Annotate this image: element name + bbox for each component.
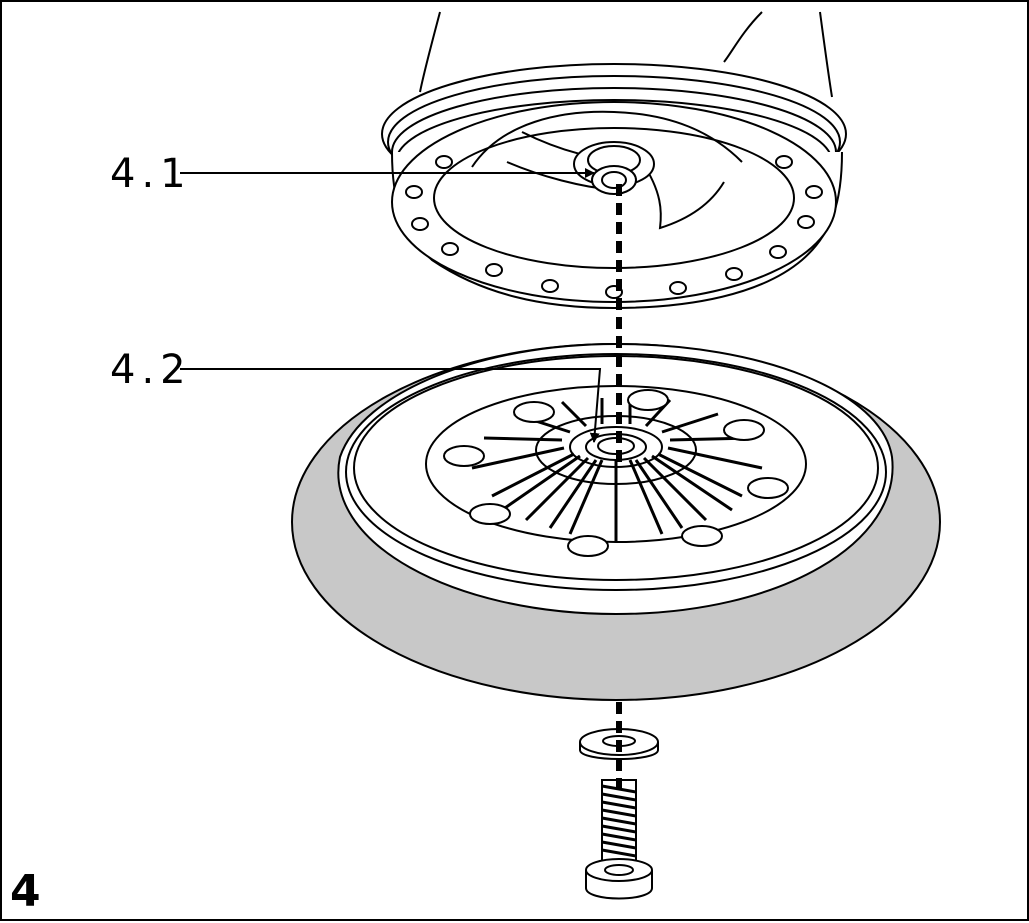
- callout-label-4-1: 4.1: [110, 151, 192, 197]
- leader-4-2: [180, 368, 602, 443]
- sanding-pad: [291, 342, 941, 701]
- callout-leaders: [180, 168, 602, 443]
- callout-label-4-2: 4.2: [110, 347, 192, 393]
- tool-head: [381, 11, 847, 310]
- figure-number: 4: [10, 866, 41, 917]
- screw: [585, 779, 653, 900]
